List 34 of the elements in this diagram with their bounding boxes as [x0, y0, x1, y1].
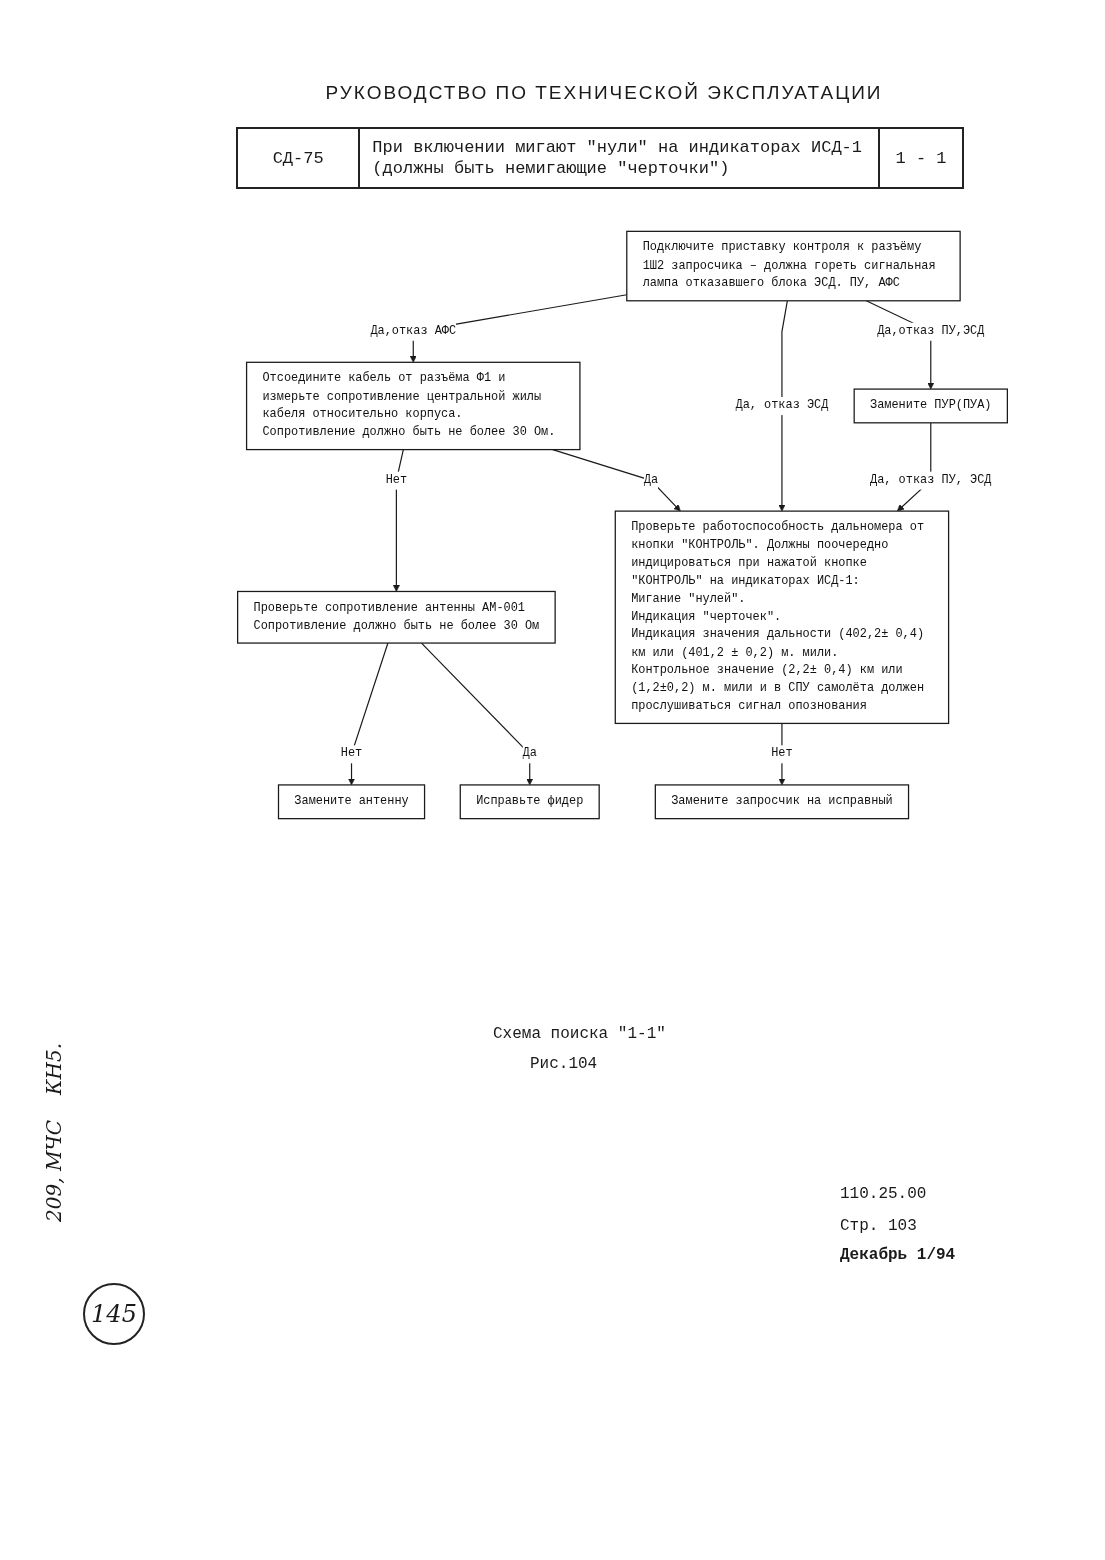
edge-label: Да, отказ ЭСД: [735, 398, 829, 413]
process-box: Отсоедините кабель от разъёма Ф1 и измерьте сопротивление центральной жилы кабеля относительно корпуса. Сопротивление должно быть не более 30 Ом.: [245, 361, 581, 451]
edge-label: Нет: [771, 746, 793, 761]
document-code: 110.25.00: [840, 1185, 927, 1203]
edge-label: Да: [643, 473, 659, 487]
system-code: СД-75: [237, 128, 360, 188]
process-box: Подключите приставку контроля к разъёму 1Ш2 запросчика – должна гореть сигнальная лампа отказавшего блока ЭСД. ПУ, АФС: [626, 230, 961, 302]
edge-label: Да: [522, 746, 537, 761]
figure-caption: Схема поиска "1-1": [493, 1025, 666, 1043]
fault-description: При включении мигают "нули" на индикаторах ИСД-1 (должны быть немигающие "черточки"): [359, 128, 880, 188]
arrow: [420, 642, 534, 786]
page-number: Стр. 103: [840, 1217, 917, 1235]
process-box: Проверьте работоспособность дальномера от кнопки "КОНТРОЛЬ". Должны поочередно индицироваться при нажатой кнопке "КОНТРОЛЬ" на индикаторах ИСД-1: Мигание "нулей". Индикация "черточек". Индикация значения дальности (402,2± 0,4) км или (401,2 ± 0,2) м. мили. Контрольное значение (2,2± 0,4) км или (1,2±0,2) м. мили и в СПУ самолёта должен прослушиваться сигнал опознования: [614, 510, 950, 725]
process-box: Проверьте сопротивление антенны АМ-001 Сопротивление должно быть не более 30 Ом: [237, 590, 556, 644]
handwritten-note: 209, МЧС: [42, 1119, 66, 1222]
edge-label: Да,отказ АФС: [370, 324, 457, 338]
arrow: [392, 449, 404, 592]
issue-date: Декабрь 1/94: [840, 1246, 956, 1264]
arrow: [348, 642, 389, 786]
process-box: Замените запросчик на исправный: [654, 784, 910, 820]
edge-label: Да,отказ ПУ,ЭСД: [877, 324, 985, 338]
arrow: [552, 449, 681, 512]
figure-number: Рис.104: [530, 1055, 598, 1073]
chart-number: 1 - 1: [879, 128, 963, 188]
process-box: Замените ПУР(ПУА): [853, 388, 1008, 424]
circled-number: 145: [83, 1283, 145, 1345]
process-box: Исправьте фидер: [459, 784, 600, 820]
arrow: [778, 300, 788, 512]
handwritten-note: КН5.: [42, 1043, 66, 1095]
document-title: РУКОВОДСТВО ПО ТЕХНИЧЕСКОЙ ЭКСПЛУАТАЦИИ: [325, 82, 883, 104]
edge-label: Нет: [340, 746, 363, 761]
process-box: Замените антенну: [277, 784, 426, 820]
edge-label: Да, отказ ПУ, ЭСД: [870, 473, 992, 487]
edge-label: Нет: [385, 473, 408, 487]
